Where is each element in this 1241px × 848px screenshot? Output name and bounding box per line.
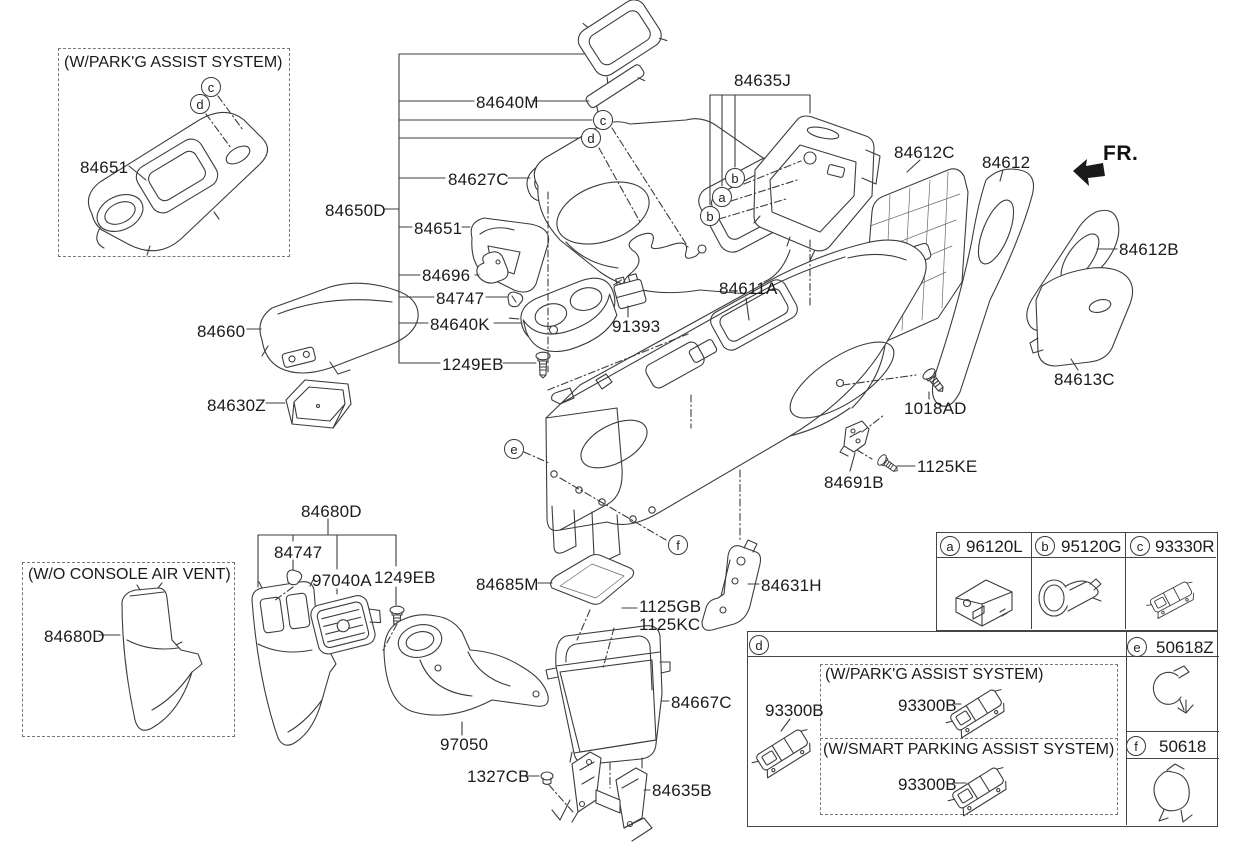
legend-part-93300B-smart: 93300B bbox=[898, 775, 957, 794]
part-label-91393: 91393 bbox=[612, 317, 661, 336]
part-label-84640M: 84640M bbox=[476, 93, 539, 112]
part-label-84630Z: 84630Z bbox=[207, 396, 266, 415]
legend-park-variant-title: (W/PARK'G ASSIST SYSTEM) bbox=[825, 666, 1044, 683]
legend-part-50618: 50618 bbox=[1159, 737, 1207, 756]
part-label-84640K: 84640K bbox=[430, 315, 490, 334]
clip-50618Z-icon-art bbox=[1152, 665, 1194, 714]
callout-b-1: b bbox=[725, 168, 745, 188]
fr-direction-arrow bbox=[1073, 159, 1105, 186]
console-rear-cover-art bbox=[251, 577, 337, 746]
usb-aux-jack-icon-art bbox=[955, 579, 1013, 627]
legend-callout-d: d bbox=[749, 635, 769, 655]
clip-84747-upper-art bbox=[507, 291, 524, 308]
park-assist-box-title: (W/PARK'G ASSIST SYSTEM) bbox=[64, 54, 283, 71]
legend-part-50618Z: 50618Z bbox=[1156, 638, 1214, 657]
tray-84635J-art bbox=[753, 115, 881, 252]
legend-part-93300B-left: 93300B bbox=[765, 701, 824, 720]
part-label-84627C: 84627C bbox=[448, 170, 509, 189]
wiring-91393-art bbox=[613, 232, 707, 310]
part-label-1018AD: 1018AD bbox=[904, 399, 967, 418]
part-label-97040A: 97040A bbox=[312, 571, 372, 590]
part-label-84612B: 84612B bbox=[1119, 240, 1179, 259]
part-label-84650D: 84650D bbox=[325, 201, 386, 220]
fr-direction-label: FR. bbox=[1103, 142, 1139, 165]
panel-84612-art bbox=[931, 168, 1035, 407]
wo-airvent-cover-art bbox=[121, 582, 203, 731]
callout-d-box: d bbox=[190, 94, 210, 114]
part-label-84660: 84660 bbox=[197, 322, 246, 341]
legend-part-96120L: 96120L bbox=[966, 537, 1023, 556]
part-label-84631H: 84631H bbox=[761, 576, 822, 595]
legend-callout-e: e bbox=[1127, 637, 1147, 657]
callout-d-main: d bbox=[581, 128, 601, 148]
assembly-reference-lines bbox=[205, 95, 917, 813]
legend-callout-c: c bbox=[1130, 536, 1150, 556]
part-label-1249EB-lower: 1249EB bbox=[374, 568, 436, 587]
power-outlet-icon-art bbox=[1038, 578, 1102, 617]
legend-smart-variant-title: (W/SMART PARKING ASSIST SYSTEM) bbox=[823, 741, 1115, 758]
part-label-84691B: 84691B bbox=[824, 473, 884, 492]
vent-97040A-art bbox=[310, 595, 382, 655]
legend-part-95120G: 95120G bbox=[1061, 537, 1122, 556]
bracket-84691B-art bbox=[839, 420, 870, 457]
legend-part-93300B-park: 93300B bbox=[898, 696, 957, 715]
part-label-97050: 97050 bbox=[440, 735, 489, 754]
part-label-84747-upper: 84747 bbox=[436, 289, 485, 308]
callout-e-main: e bbox=[504, 439, 524, 459]
boot-84696-art bbox=[476, 251, 509, 284]
part-label-84611A: 84611A bbox=[719, 279, 778, 298]
part-label-1125KE: 1125KE bbox=[917, 457, 978, 476]
duct-97050-art bbox=[383, 614, 549, 716]
part-label-1125KC: 1125KC bbox=[639, 615, 701, 634]
park-variant-console-art bbox=[87, 111, 269, 256]
callout-c-main: c bbox=[593, 110, 613, 130]
legend-part-93330R: 93330R bbox=[1155, 537, 1215, 556]
part-label-84680D-wo: 84680D bbox=[44, 627, 105, 646]
legend-callout-f: f bbox=[1126, 736, 1146, 756]
part-label-84667C: 84667C bbox=[671, 693, 732, 712]
tray-84630Z-art bbox=[285, 379, 352, 429]
legend-d-variants-divider bbox=[820, 738, 1118, 739]
part-label-84651: 84651 bbox=[414, 219, 463, 238]
part-label-1249EB-upper: 1249EB bbox=[442, 355, 504, 374]
part-label-84651-box: 84651 bbox=[80, 158, 129, 177]
callout-a-1: a bbox=[712, 187, 732, 207]
panel-84613C-art bbox=[1029, 267, 1134, 367]
part-label-84680D-group: 84680D bbox=[301, 502, 362, 521]
legend-table-top bbox=[936, 532, 1218, 631]
part-label-84635J: 84635J bbox=[734, 71, 791, 90]
clip-50618-icon-art bbox=[1153, 763, 1193, 823]
no-air-vent-variant-box bbox=[22, 562, 235, 737]
legend-callout-a: a bbox=[940, 536, 960, 556]
bracket-84635B-art bbox=[551, 751, 653, 842]
legend-table-bottom bbox=[747, 631, 1219, 827]
part-label-84747-lower: 84747 bbox=[274, 543, 323, 562]
shifter-bezel-art bbox=[577, 0, 668, 114]
bracket-84631H-art bbox=[701, 539, 762, 631]
legend-callout-b: b bbox=[1035, 536, 1055, 556]
basket-84667C-art bbox=[545, 625, 671, 769]
callout-c-box: c bbox=[201, 77, 221, 97]
callout-b-2: b bbox=[700, 206, 720, 226]
mat-84685M-art bbox=[550, 553, 635, 605]
callout-f-main: f bbox=[668, 535, 688, 555]
park-assist-variant-box bbox=[58, 48, 290, 257]
no-air-vent-box-title: (W/O CONSOLE AIR VENT) bbox=[28, 566, 231, 583]
part-label-84696: 84696 bbox=[422, 266, 471, 285]
legend-d-variants-box bbox=[820, 664, 1118, 815]
leader-lines bbox=[98, 53, 1118, 791]
part-label-84613C: 84613C bbox=[1054, 370, 1115, 389]
armrest-84660-art bbox=[259, 282, 419, 375]
part-label-84685M: 84685M bbox=[476, 575, 539, 594]
plug-1327CB-art bbox=[540, 771, 554, 786]
cupholder-insert-84640K-art bbox=[508, 277, 623, 353]
part-label-84635B: 84635B bbox=[652, 781, 712, 800]
floor-console-84611A-art bbox=[545, 239, 927, 563]
part-label-84612C: 84612C bbox=[894, 143, 955, 162]
part-label-1327CB: 1327CB bbox=[467, 767, 530, 786]
part-label-1125GB: 1125GB bbox=[639, 597, 702, 616]
part-label-84612: 84612 bbox=[982, 153, 1031, 172]
clip-84747-lower-art bbox=[286, 569, 303, 586]
